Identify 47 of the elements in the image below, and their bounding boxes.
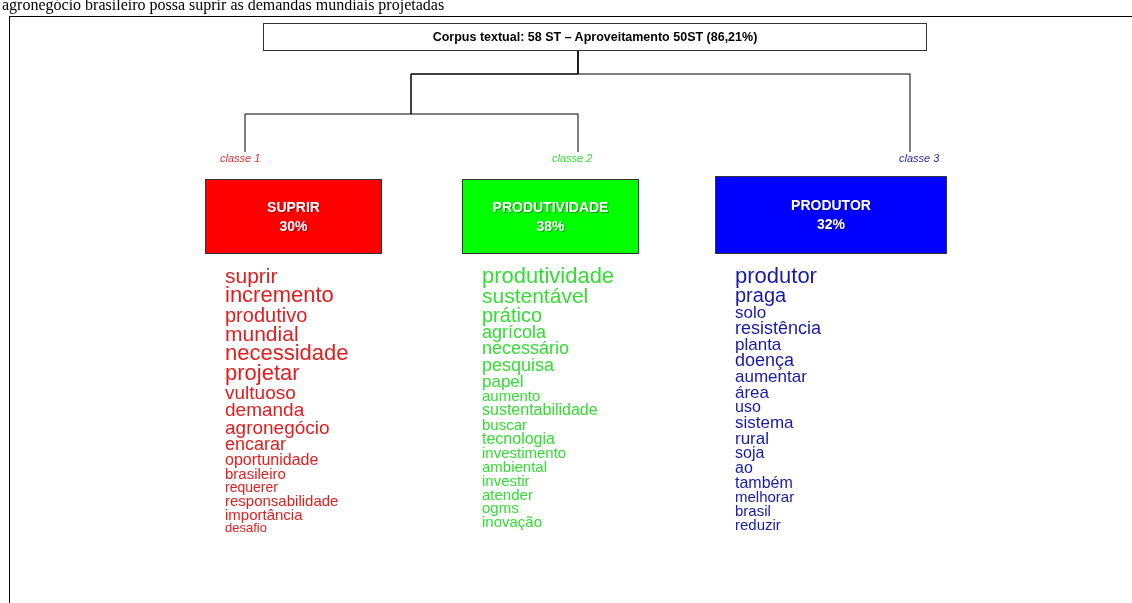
- word: resistência: [735, 320, 822, 337]
- word: área: [735, 384, 771, 401]
- word: brasileiro: [225, 467, 286, 482]
- word: tecnologia: [482, 431, 556, 447]
- word: sistema: [735, 414, 795, 431]
- tree-connector: [577, 50, 911, 153]
- word: uso: [735, 400, 762, 415]
- word: oportunidade: [225, 452, 320, 468]
- word: requerer: [225, 481, 278, 495]
- word: reduzir: [735, 517, 782, 532]
- class-label: classe 3: [899, 152, 940, 164]
- word: necessário: [482, 340, 571, 358]
- word: brasil: [735, 504, 771, 518]
- word: investir: [482, 473, 530, 488]
- word: aumento: [482, 389, 541, 403]
- class-label: classe 2: [552, 152, 593, 164]
- word: demanda: [225, 401, 306, 419]
- word: suprir: [225, 266, 278, 286]
- word: agronegócio: [225, 418, 331, 437]
- word: projetar: [225, 363, 301, 384]
- word: doença: [735, 352, 796, 369]
- class-box: SUPRIR 30%: [205, 179, 382, 254]
- word: investimento: [482, 446, 568, 461]
- class-label: classe 1: [220, 152, 261, 164]
- word: ao: [735, 460, 753, 476]
- word: buscar: [482, 417, 528, 432]
- word: incremento: [225, 285, 335, 306]
- word: melhorar: [735, 490, 796, 505]
- word: necessidade: [225, 343, 349, 364]
- word: produtivo: [225, 305, 309, 324]
- word: inovação: [482, 515, 544, 529]
- word: planta: [735, 336, 782, 353]
- word: sustentabilidade: [482, 403, 599, 418]
- class-box: PRODUTOR 32%: [715, 176, 947, 254]
- word: também: [735, 475, 794, 491]
- word: ambiental: [482, 460, 549, 474]
- word: ogms: [482, 501, 519, 516]
- word: prático: [482, 305, 543, 324]
- word: soja: [735, 446, 766, 461]
- word: produtividade: [482, 266, 615, 287]
- word: responsabilidade: [225, 494, 340, 508]
- word: pesquisa: [482, 357, 556, 374]
- word: rural: [735, 430, 770, 447]
- corpus-box: Corpus textual: 58 ST – Aproveitamento 50ST (86,21%): [263, 23, 927, 51]
- word: produtor: [735, 266, 818, 287]
- class-box: PRODUTIVIDADE 38%: [462, 179, 639, 254]
- word: atender: [482, 487, 534, 502]
